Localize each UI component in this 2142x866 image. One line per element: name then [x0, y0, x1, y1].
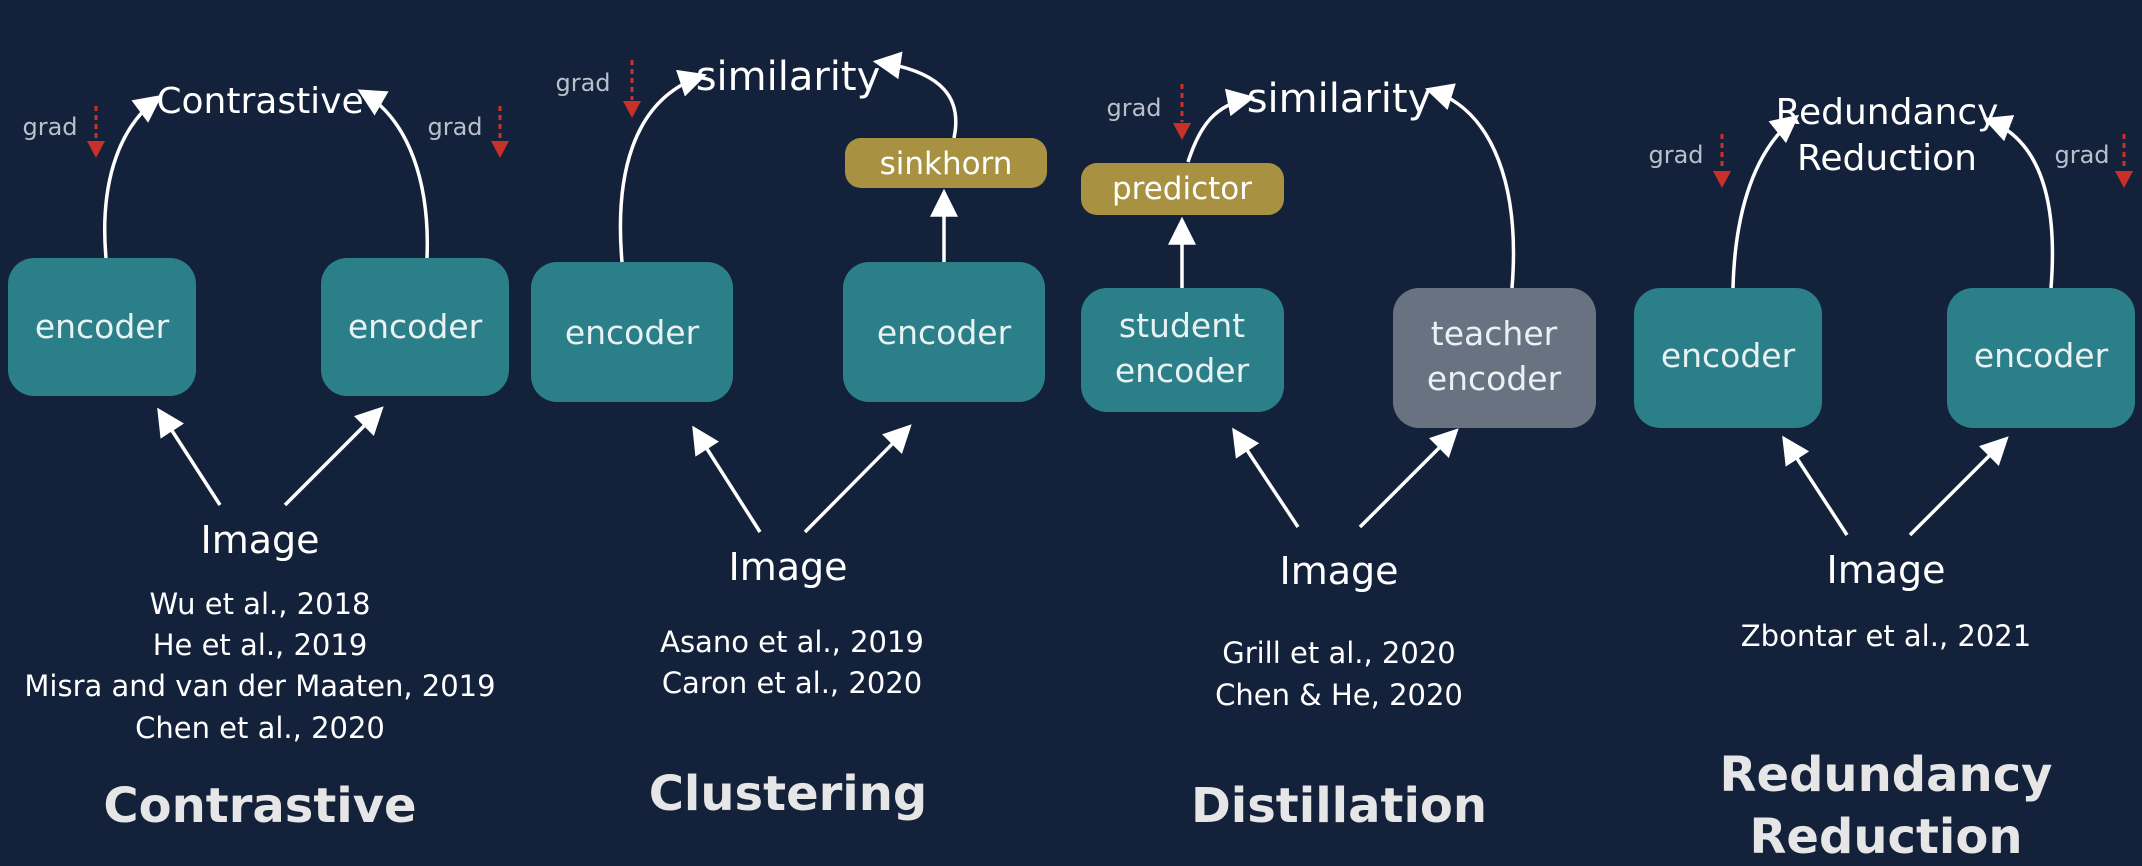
- encoder-left-label: encoder: [565, 313, 700, 352]
- student-encoder-label-line1: student: [1119, 306, 1245, 345]
- citation: Asano et al., 2019: [660, 625, 924, 659]
- arrow-image-to-encoder-right: [1908, 436, 2009, 537]
- arrow-teacher-to-similarity: [1424, 83, 1516, 289]
- arrow-image-to-encoder-left: [1782, 435, 1849, 536]
- grad-marker-left: grad: [1648, 134, 1731, 188]
- grad-label: grad: [22, 113, 77, 141]
- teacher-encoder-label-line2: encoder: [1427, 359, 1562, 398]
- input-image-label: Image: [200, 518, 319, 562]
- distillation-head-label: similarity: [1247, 76, 1432, 122]
- predictor-module: [1081, 163, 1284, 215]
- arrow-predictor-to-similarity: [1186, 88, 1256, 163]
- panel-title-line1: Redundancy: [1720, 747, 2053, 803]
- clustering-head-label: similarity: [696, 54, 881, 100]
- redundancy-head-line2: Reduction: [1797, 138, 1977, 179]
- encoder-right-box: [843, 262, 1045, 402]
- citation: Chen & He, 2020: [1215, 678, 1463, 712]
- grad-label: grad: [427, 113, 482, 141]
- panel-title-line2: Reduction: [1749, 809, 2022, 865]
- grad-label: grad: [2054, 141, 2109, 169]
- grad-marker-right: grad: [427, 106, 509, 158]
- encoder-right-label: encoder: [877, 313, 1012, 352]
- input-image-label: Image: [728, 545, 847, 589]
- arrow-image-to-encoder-right: [803, 424, 912, 534]
- student-encoder-box: [1081, 288, 1284, 412]
- arrow-encoder-to-head-left: [1731, 114, 1800, 289]
- arrow-encoder-to-head-left: [102, 94, 163, 259]
- arrow-image-to-encoder-right: [283, 406, 384, 507]
- panel-contrastive: Contrastive grad grad encoder encoder Im…: [8, 81, 509, 834]
- encoder-right-label: encoder: [348, 307, 483, 346]
- predictor-label: predictor: [1112, 171, 1252, 207]
- arrow-sinkhorn-to-similarity: [872, 51, 958, 139]
- grad-stop-icon: [2115, 171, 2133, 188]
- arrow-encoder-to-head-right: [1983, 115, 2055, 289]
- sinkhorn-label: sinkhorn: [880, 146, 1013, 182]
- teacher-encoder-box: [1393, 288, 1596, 428]
- redundancy-head-line1: Redundancy: [1776, 92, 1999, 133]
- panel-redundancy-reduction: Redundancy Reduction grad grad encoder e…: [1634, 92, 2135, 865]
- arrow-image-to-encoder-left: [692, 425, 762, 533]
- input-image-label: Image: [1279, 549, 1398, 593]
- encoder-right-label: encoder: [1974, 336, 2109, 375]
- sinkhorn-module: [845, 138, 1047, 188]
- encoder-left-label: encoder: [35, 307, 170, 346]
- grad-stop-icon: [491, 141, 509, 158]
- grad-label: grad: [555, 69, 610, 97]
- encoder-right-box: [321, 258, 509, 396]
- grad-stop-icon: [87, 141, 105, 158]
- grad-marker-right: grad: [2054, 134, 2133, 188]
- encoder-left-box: [8, 258, 196, 396]
- grad-label: grad: [1106, 94, 1161, 122]
- panel-clustering: similarity grad sinkhorn encoder encoder…: [531, 51, 1047, 822]
- encoder-left-box: [1634, 288, 1822, 428]
- encoder-left-label: encoder: [1661, 336, 1796, 375]
- arrow-encoder-to-similarity: [618, 69, 707, 263]
- citation: Caron et al., 2020: [662, 666, 922, 700]
- arrow-encoder-to-head-right: [357, 89, 430, 259]
- citation: He et al., 2019: [153, 628, 368, 662]
- citation: Misra and van der Maaten, 2019: [24, 669, 495, 703]
- panel-title: Clustering: [649, 766, 928, 822]
- grad-marker: grad: [1106, 84, 1191, 140]
- grad-stop-icon: [1713, 171, 1731, 188]
- grad-label: grad: [1648, 141, 1703, 169]
- arrow-image-to-encoder-left: [157, 407, 222, 506]
- input-image-label: Image: [1826, 548, 1945, 592]
- arrow-image-to-teacher: [1358, 428, 1459, 529]
- citation: Wu et al., 2018: [150, 587, 371, 621]
- panel-distillation: similarity grad predictor student encode…: [1081, 76, 1596, 834]
- citation: Chen et al., 2020: [135, 711, 385, 745]
- grad-stop-icon: [623, 101, 641, 118]
- encoder-right-box: [1947, 288, 2135, 428]
- arrow-image-to-student: [1232, 427, 1300, 528]
- citation: Zbontar et al., 2021: [1741, 619, 2031, 653]
- grad-marker: grad: [555, 60, 641, 118]
- contrastive-head-label: Contrastive: [156, 81, 363, 122]
- citation: Grill et al., 2020: [1222, 636, 1456, 670]
- panel-title: Distillation: [1191, 778, 1487, 834]
- grad-marker-left: grad: [22, 106, 105, 158]
- grad-stop-icon: [1173, 123, 1191, 140]
- teacher-encoder-label-line1: teacher: [1431, 314, 1558, 353]
- panel-title: Contrastive: [103, 778, 416, 834]
- encoder-left-box: [531, 262, 733, 402]
- student-encoder-label-line2: encoder: [1115, 351, 1250, 390]
